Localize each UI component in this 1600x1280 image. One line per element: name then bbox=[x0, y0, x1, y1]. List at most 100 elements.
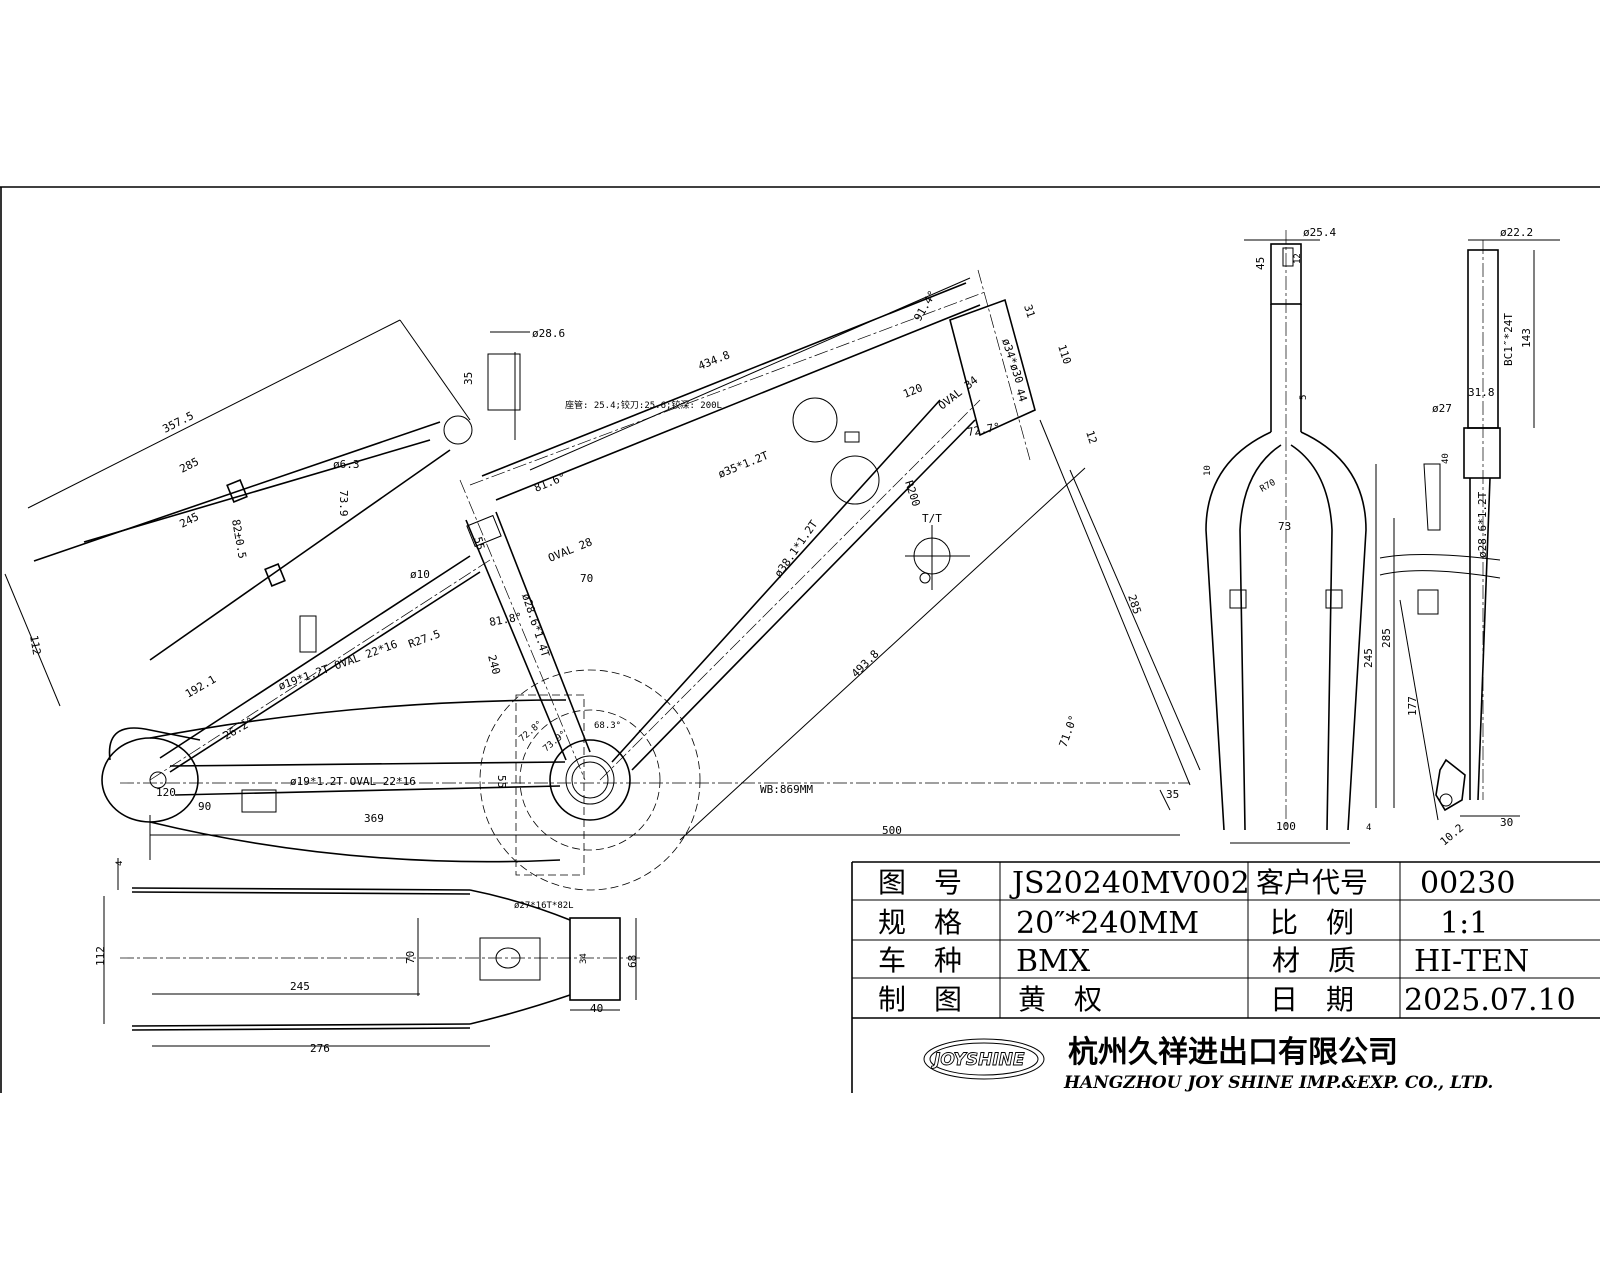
drawing-no-label: 图 号 bbox=[878, 866, 962, 899]
company-name-en: HANGZHOU JOY SHINE IMP.&EXP. CO., LTD. bbox=[1063, 1073, 1493, 1093]
dim-bc: BC1″*24T bbox=[1502, 313, 1515, 366]
chainstay-dimensions: 4 112 245 276 70 34 68 40 ø27*16T*82L bbox=[94, 861, 639, 1055]
dim-40: 40 bbox=[1441, 453, 1451, 464]
chainstay-top-view bbox=[103, 858, 640, 1047]
fork-side-dimensions: ø22.2 BC1″*24T 143 ø27 31.8 40 ø28.6*1.2… bbox=[1406, 226, 1533, 848]
dim-110: 110 bbox=[1055, 343, 1074, 366]
type-label: 车 种 bbox=[878, 944, 962, 977]
dim-143: 143 bbox=[1520, 328, 1533, 348]
dim-30: 30 bbox=[1500, 816, 1513, 829]
dim-55: 55 bbox=[471, 535, 487, 551]
fork-side-view bbox=[1379, 239, 1560, 821]
dim-19oval2: ø19*1.2T OVAL 22*16 bbox=[290, 775, 416, 788]
dim-728: 72.8° bbox=[518, 719, 545, 744]
dim-10: ø10 bbox=[410, 568, 430, 581]
dim-68: 68 bbox=[626, 955, 639, 968]
dim-818: 81.8° bbox=[488, 610, 523, 629]
dim-63: ø6.3 bbox=[333, 458, 360, 471]
dim-112a: 112 bbox=[27, 634, 43, 656]
dim-285b: 285 bbox=[1125, 593, 1144, 616]
dim-55b: 55 bbox=[495, 775, 508, 788]
dim-35t: ø35*1.2T bbox=[716, 449, 770, 481]
dim-8161: 81.6° bbox=[532, 470, 568, 494]
dim-381: ø38.1*1.2T bbox=[772, 518, 821, 580]
date-label: 日 期 bbox=[1270, 983, 1354, 1016]
dim-r200: R200 bbox=[902, 479, 923, 508]
material-label: 材 质 bbox=[1272, 944, 1356, 977]
company-block: JOYSHINE 杭州久祥进出口有限公司 HANGZHOU JOY SHINE … bbox=[923, 1035, 1493, 1093]
dim-318: 31.8 bbox=[1468, 386, 1495, 399]
wheelbase-label: WB:869MM bbox=[760, 783, 813, 796]
sheet-border bbox=[0, 186, 1600, 1093]
customer-code-label: 客户代号 bbox=[1256, 866, 1368, 899]
dim-286t: ø28.6*1.4T bbox=[519, 592, 552, 659]
drafter: 黄 权 bbox=[1018, 983, 1102, 1016]
customer-code: 00230 bbox=[1420, 866, 1515, 901]
dim-276: 276 bbox=[310, 1042, 330, 1055]
dim-5: 5 bbox=[1299, 395, 1309, 400]
dim-45: 45 bbox=[1254, 257, 1267, 270]
seat-tube-note: 座管: 25.4;铰刀:25.6;铰深: 200L bbox=[565, 399, 722, 411]
title-block bbox=[851, 861, 1600, 1093]
dim-683: 68.3° bbox=[594, 721, 621, 731]
dim-285a: 285 bbox=[177, 455, 201, 476]
dim-222: ø22.2 bbox=[1500, 226, 1533, 239]
dim-10: 10 bbox=[1203, 465, 1213, 476]
dim-262: 26.2° bbox=[221, 715, 256, 743]
dim-245: 245 bbox=[1362, 648, 1375, 668]
dim-r70: R70 bbox=[1259, 478, 1278, 495]
dim-245: 245 bbox=[290, 980, 310, 993]
dim-254: ø25.4 bbox=[1303, 226, 1336, 239]
dim-914: 91.4° bbox=[911, 288, 939, 323]
dim-12: 12 bbox=[1293, 253, 1303, 264]
dim-177: 177 bbox=[1406, 696, 1419, 716]
dim-oval34: OVAL 34 bbox=[936, 373, 981, 412]
dim-500: 500 bbox=[882, 824, 902, 837]
dim-120: 120 bbox=[156, 786, 176, 799]
dim-70: 70 bbox=[404, 951, 417, 964]
drawing-no: JS20240MV002 bbox=[1009, 866, 1250, 901]
dim-727: 72.7° bbox=[966, 420, 1001, 439]
dim-70: 70 bbox=[580, 572, 593, 585]
spec-label: 规 格 bbox=[878, 906, 962, 939]
dim-90: 90 bbox=[198, 800, 211, 813]
dim-286: ø28.6*1.2T bbox=[1476, 491, 1489, 558]
dim-4: 4 bbox=[115, 861, 125, 866]
fork-front-view bbox=[1205, 230, 1395, 844]
dim-31: 31 bbox=[1021, 303, 1037, 320]
company-logo: JOYSHINE bbox=[923, 1038, 1045, 1080]
material: HI-TEN bbox=[1414, 944, 1529, 979]
logo-text: JOYSHINE bbox=[931, 1050, 1025, 1070]
dim-825: 82±0.5 bbox=[229, 518, 249, 559]
scale-label: 比 例 bbox=[1270, 906, 1354, 939]
title-block-text: 图 号 JS20240MV002 客户代号 00230 规 格 20″*240M… bbox=[878, 866, 1576, 1018]
dim-285: 285 bbox=[1380, 628, 1393, 648]
dim-120b: 120 bbox=[901, 381, 924, 400]
drafter-label: 制 图 bbox=[878, 983, 962, 1016]
company-name-cn: 杭州久祥进出口有限公司 bbox=[1068, 1035, 1398, 1070]
dim-102: 10.2 bbox=[1438, 821, 1467, 848]
dim-286: ø28.6 bbox=[532, 327, 565, 340]
dim-4938: 493.8 bbox=[849, 648, 882, 681]
dim-19oval: ø19*1.2T OVAL 22*16 bbox=[277, 638, 400, 693]
dim-739: 73.9 bbox=[337, 490, 350, 517]
frame-side-view bbox=[4, 269, 1201, 891]
date: 2025.07.10 bbox=[1404, 983, 1576, 1018]
dim-73: 73 bbox=[1278, 520, 1291, 533]
dim-4348: 434.8 bbox=[696, 348, 732, 372]
type: BMX bbox=[1016, 944, 1091, 979]
dim-327: ø27*16T*82L bbox=[514, 901, 574, 911]
frame-dimensions: 357.5 285 245 ø6.3 73.9 82±0.5 112 192.1… bbox=[27, 288, 1179, 837]
tt-label: T/T bbox=[922, 512, 942, 525]
dim-34: 34 bbox=[579, 953, 589, 964]
dim-100: 100 bbox=[1276, 820, 1296, 833]
dim-44: 44 bbox=[1013, 387, 1030, 404]
dim-27: ø27 bbox=[1432, 402, 1452, 415]
dim-35: 35 bbox=[462, 372, 475, 385]
dim-369: 369 bbox=[364, 812, 384, 825]
dim-710: 71.0° bbox=[1057, 713, 1081, 749]
spec: 20″*240MM bbox=[1016, 906, 1199, 941]
dim-4: 4 bbox=[1366, 823, 1371, 833]
dim-12: 12 bbox=[1083, 429, 1099, 446]
